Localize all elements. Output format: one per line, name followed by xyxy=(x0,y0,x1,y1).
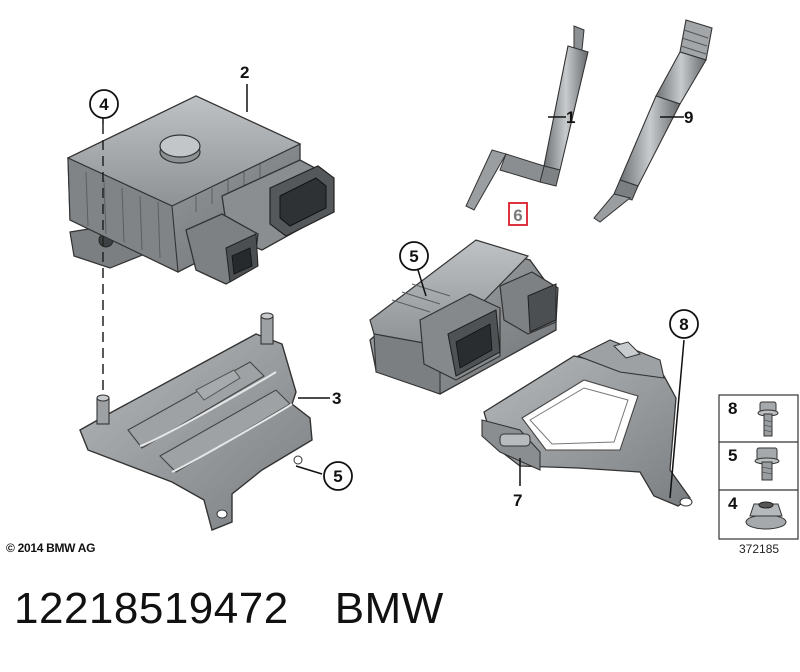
svg-text:5: 5 xyxy=(409,247,418,266)
svg-text:8: 8 xyxy=(679,315,688,334)
svg-text:6: 6 xyxy=(513,206,522,225)
control-unit-6 xyxy=(369,239,559,395)
callout-highlight-6: 6 xyxy=(508,202,528,226)
legend-label-5: 5 xyxy=(728,446,737,465)
legend-label-8: 8 xyxy=(728,399,737,418)
callout-circle-5-control-unit: 5 xyxy=(399,241,429,271)
bolt-icon xyxy=(754,447,780,481)
callout-circle-5-bracket: 5 xyxy=(323,461,353,491)
bolt-with-washer-icon xyxy=(757,401,779,437)
callout-1: 1 xyxy=(566,108,575,127)
legend-label-4: 4 xyxy=(728,494,738,513)
svg-text:4: 4 xyxy=(99,95,109,114)
callout-9: 9 xyxy=(684,108,693,127)
flange-nut-icon xyxy=(745,501,787,530)
copyright-notice: © 2014 BMW AG xyxy=(6,541,96,555)
callout-circle-4: 4 xyxy=(89,89,119,119)
brand-name: BMW xyxy=(334,584,444,633)
glow-plug-1 xyxy=(465,25,589,211)
callout-3: 3 xyxy=(332,389,341,408)
fastener-legend: 8 5 4 xyxy=(718,394,799,540)
image-number: 372185 xyxy=(739,542,779,556)
mounting-bracket xyxy=(79,312,313,531)
callout-circle-8: 8 xyxy=(669,309,699,339)
glow-plug-9 xyxy=(593,19,713,223)
part-info: 12218519472 BMW xyxy=(14,584,444,634)
part-number: 12218519472 xyxy=(14,584,289,633)
callout-7: 7 xyxy=(513,491,522,510)
glow-plug-control-unit xyxy=(66,95,335,285)
callout-2: 2 xyxy=(240,63,249,82)
leader-lines xyxy=(102,84,685,499)
svg-text:5: 5 xyxy=(333,467,342,486)
holder-7 xyxy=(481,339,693,507)
